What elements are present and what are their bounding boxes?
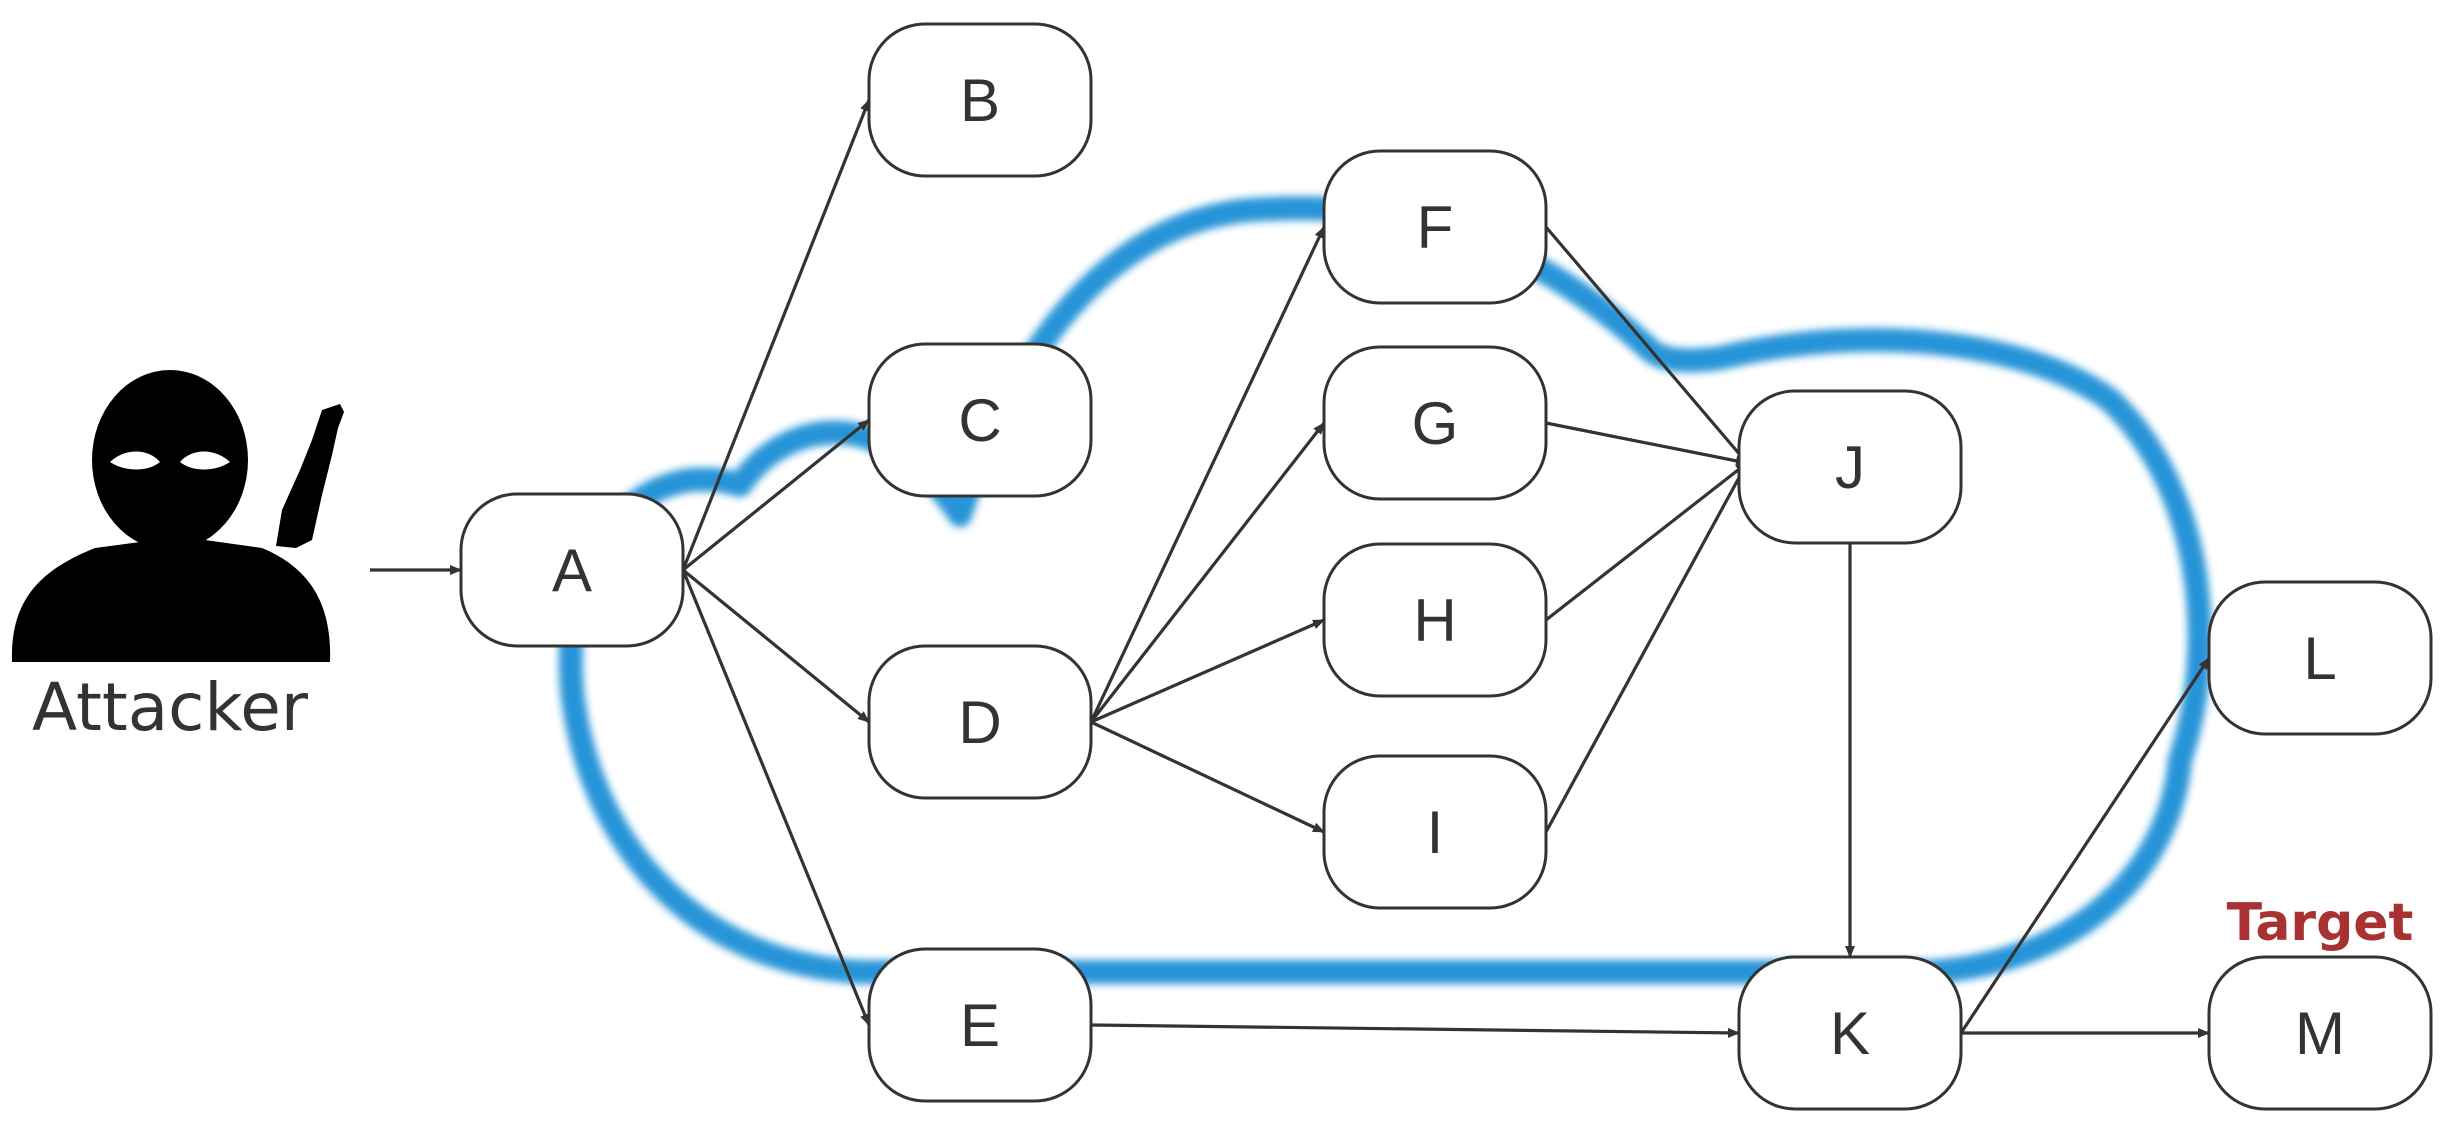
node-e: E (867, 947, 1093, 1103)
edge-d-to-f (1089, 226, 1326, 723)
attacker-eye-left (110, 451, 160, 470)
node-box (1737, 389, 1963, 545)
node-l: L (2207, 580, 2433, 736)
edge-f-to-j (1544, 225, 1749, 465)
attacker-body (11, 540, 331, 662)
edge-a-to-d (681, 568, 871, 724)
attacker-label: Attacker (32, 669, 309, 746)
attacker-eye-right (180, 451, 230, 470)
node-box (867, 644, 1093, 800)
node-box (1322, 754, 1548, 910)
nodes-layer: A B C D E F G H I J K L M (459, 22, 2433, 1111)
node-box (2207, 955, 2433, 1111)
node-k: K (1737, 955, 1963, 1111)
edge-d-to-i (1090, 720, 1325, 834)
node-box (1322, 345, 1548, 501)
node-box (1322, 542, 1548, 698)
node-box (1322, 149, 1548, 305)
node-box (867, 22, 1093, 178)
node-label: B (960, 67, 1000, 134)
node-label: L (2303, 625, 2336, 692)
node-label: E (960, 992, 1000, 1059)
node-box (2207, 580, 2433, 736)
edge-a-to-c (681, 418, 871, 572)
rifle-icon (276, 404, 344, 548)
node-g: G (1322, 345, 1548, 501)
node-j: J (1737, 389, 1963, 545)
node-label: F (1417, 194, 1454, 261)
node-b: B (867, 22, 1093, 178)
node-label: M (2295, 1000, 2345, 1067)
edge-d-to-g (1089, 422, 1326, 723)
node-label: C (958, 387, 1001, 454)
node-c: C (867, 342, 1093, 498)
edge-d-to-h (1090, 618, 1325, 724)
node-i: I (1322, 754, 1548, 910)
edge-a-to-b (681, 99, 871, 571)
node-label: G (1412, 390, 1459, 457)
edge-h-to-j (1545, 461, 1748, 622)
node-f: F (1322, 149, 1548, 305)
edge-k-to-l (1959, 657, 2211, 1034)
node-d: D (867, 644, 1093, 800)
node-box (867, 342, 1093, 498)
node-label: D (958, 689, 1001, 756)
node-box (459, 492, 685, 648)
node-label: J (1835, 434, 1865, 501)
edge-a-to-e (681, 569, 871, 1026)
node-h: H (1322, 542, 1548, 698)
node-box (1737, 955, 1963, 1111)
node-m: M (2207, 955, 2433, 1111)
edge-i-to-j (1544, 462, 1749, 833)
edge-g-to-j (1545, 421, 1748, 466)
node-label: K (1830, 1000, 1870, 1067)
masked-attacker-icon (11, 370, 344, 662)
node-box (867, 947, 1093, 1103)
node-label: H (1413, 587, 1456, 654)
node-label: A (552, 537, 592, 604)
node-label: I (1427, 799, 1444, 866)
attacker-head (92, 370, 248, 550)
edges-layer (370, 99, 2211, 1038)
edge-e-to-k (1090, 1023, 1740, 1038)
target-label: Target (2227, 893, 2414, 953)
node-a: A (459, 492, 685, 648)
